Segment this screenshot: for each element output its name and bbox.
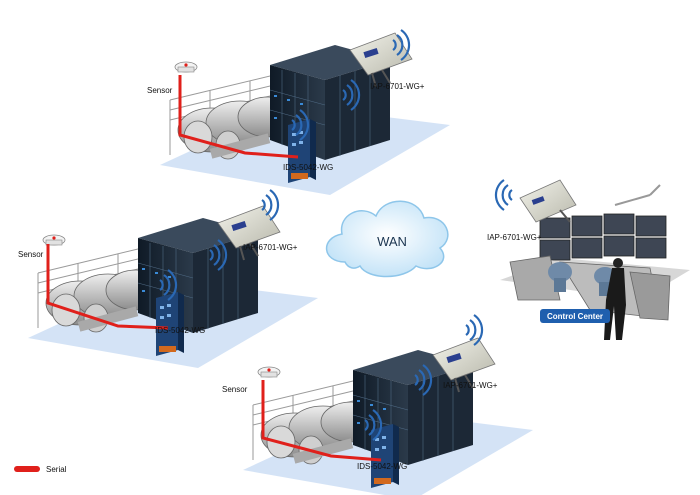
control-center: Control Center IAP-6701-WG+	[487, 179, 690, 340]
sensor-label: Sensor	[18, 250, 44, 259]
legend: Serial	[14, 465, 67, 474]
wan-label: WAN	[377, 234, 407, 249]
ap-label: IAP-6701-WG+	[370, 82, 425, 91]
sensor-label: Sensor	[147, 86, 173, 95]
ap-label: IAP-6701-WG+	[487, 233, 542, 242]
switch-label: IDS-5042-WG	[357, 462, 407, 471]
control-center-banner	[540, 309, 610, 323]
serial-legend-label: Serial	[46, 465, 67, 474]
wireless-waves-icon	[494, 178, 514, 212]
plant-site-3	[242, 337, 534, 495]
switch-label: IDS-5042-WG	[283, 163, 333, 172]
wan-cloud-icon: WAN	[325, 200, 449, 278]
serial-legend-swatch	[14, 466, 40, 472]
serial-cable	[46, 244, 169, 330]
ap-label: IAP-6701-WG+	[243, 243, 298, 252]
switch-label: IDS-5042-WG	[155, 326, 205, 335]
control-center-label: Control Center	[547, 312, 603, 321]
plant-site-2	[27, 205, 319, 369]
sensor-label: Sensor	[222, 385, 248, 394]
plant-site-1	[159, 32, 451, 196]
serial-cable	[261, 380, 382, 462]
serial-cable	[178, 75, 299, 159]
ap-label: IAP-6701-WG+	[443, 381, 498, 390]
